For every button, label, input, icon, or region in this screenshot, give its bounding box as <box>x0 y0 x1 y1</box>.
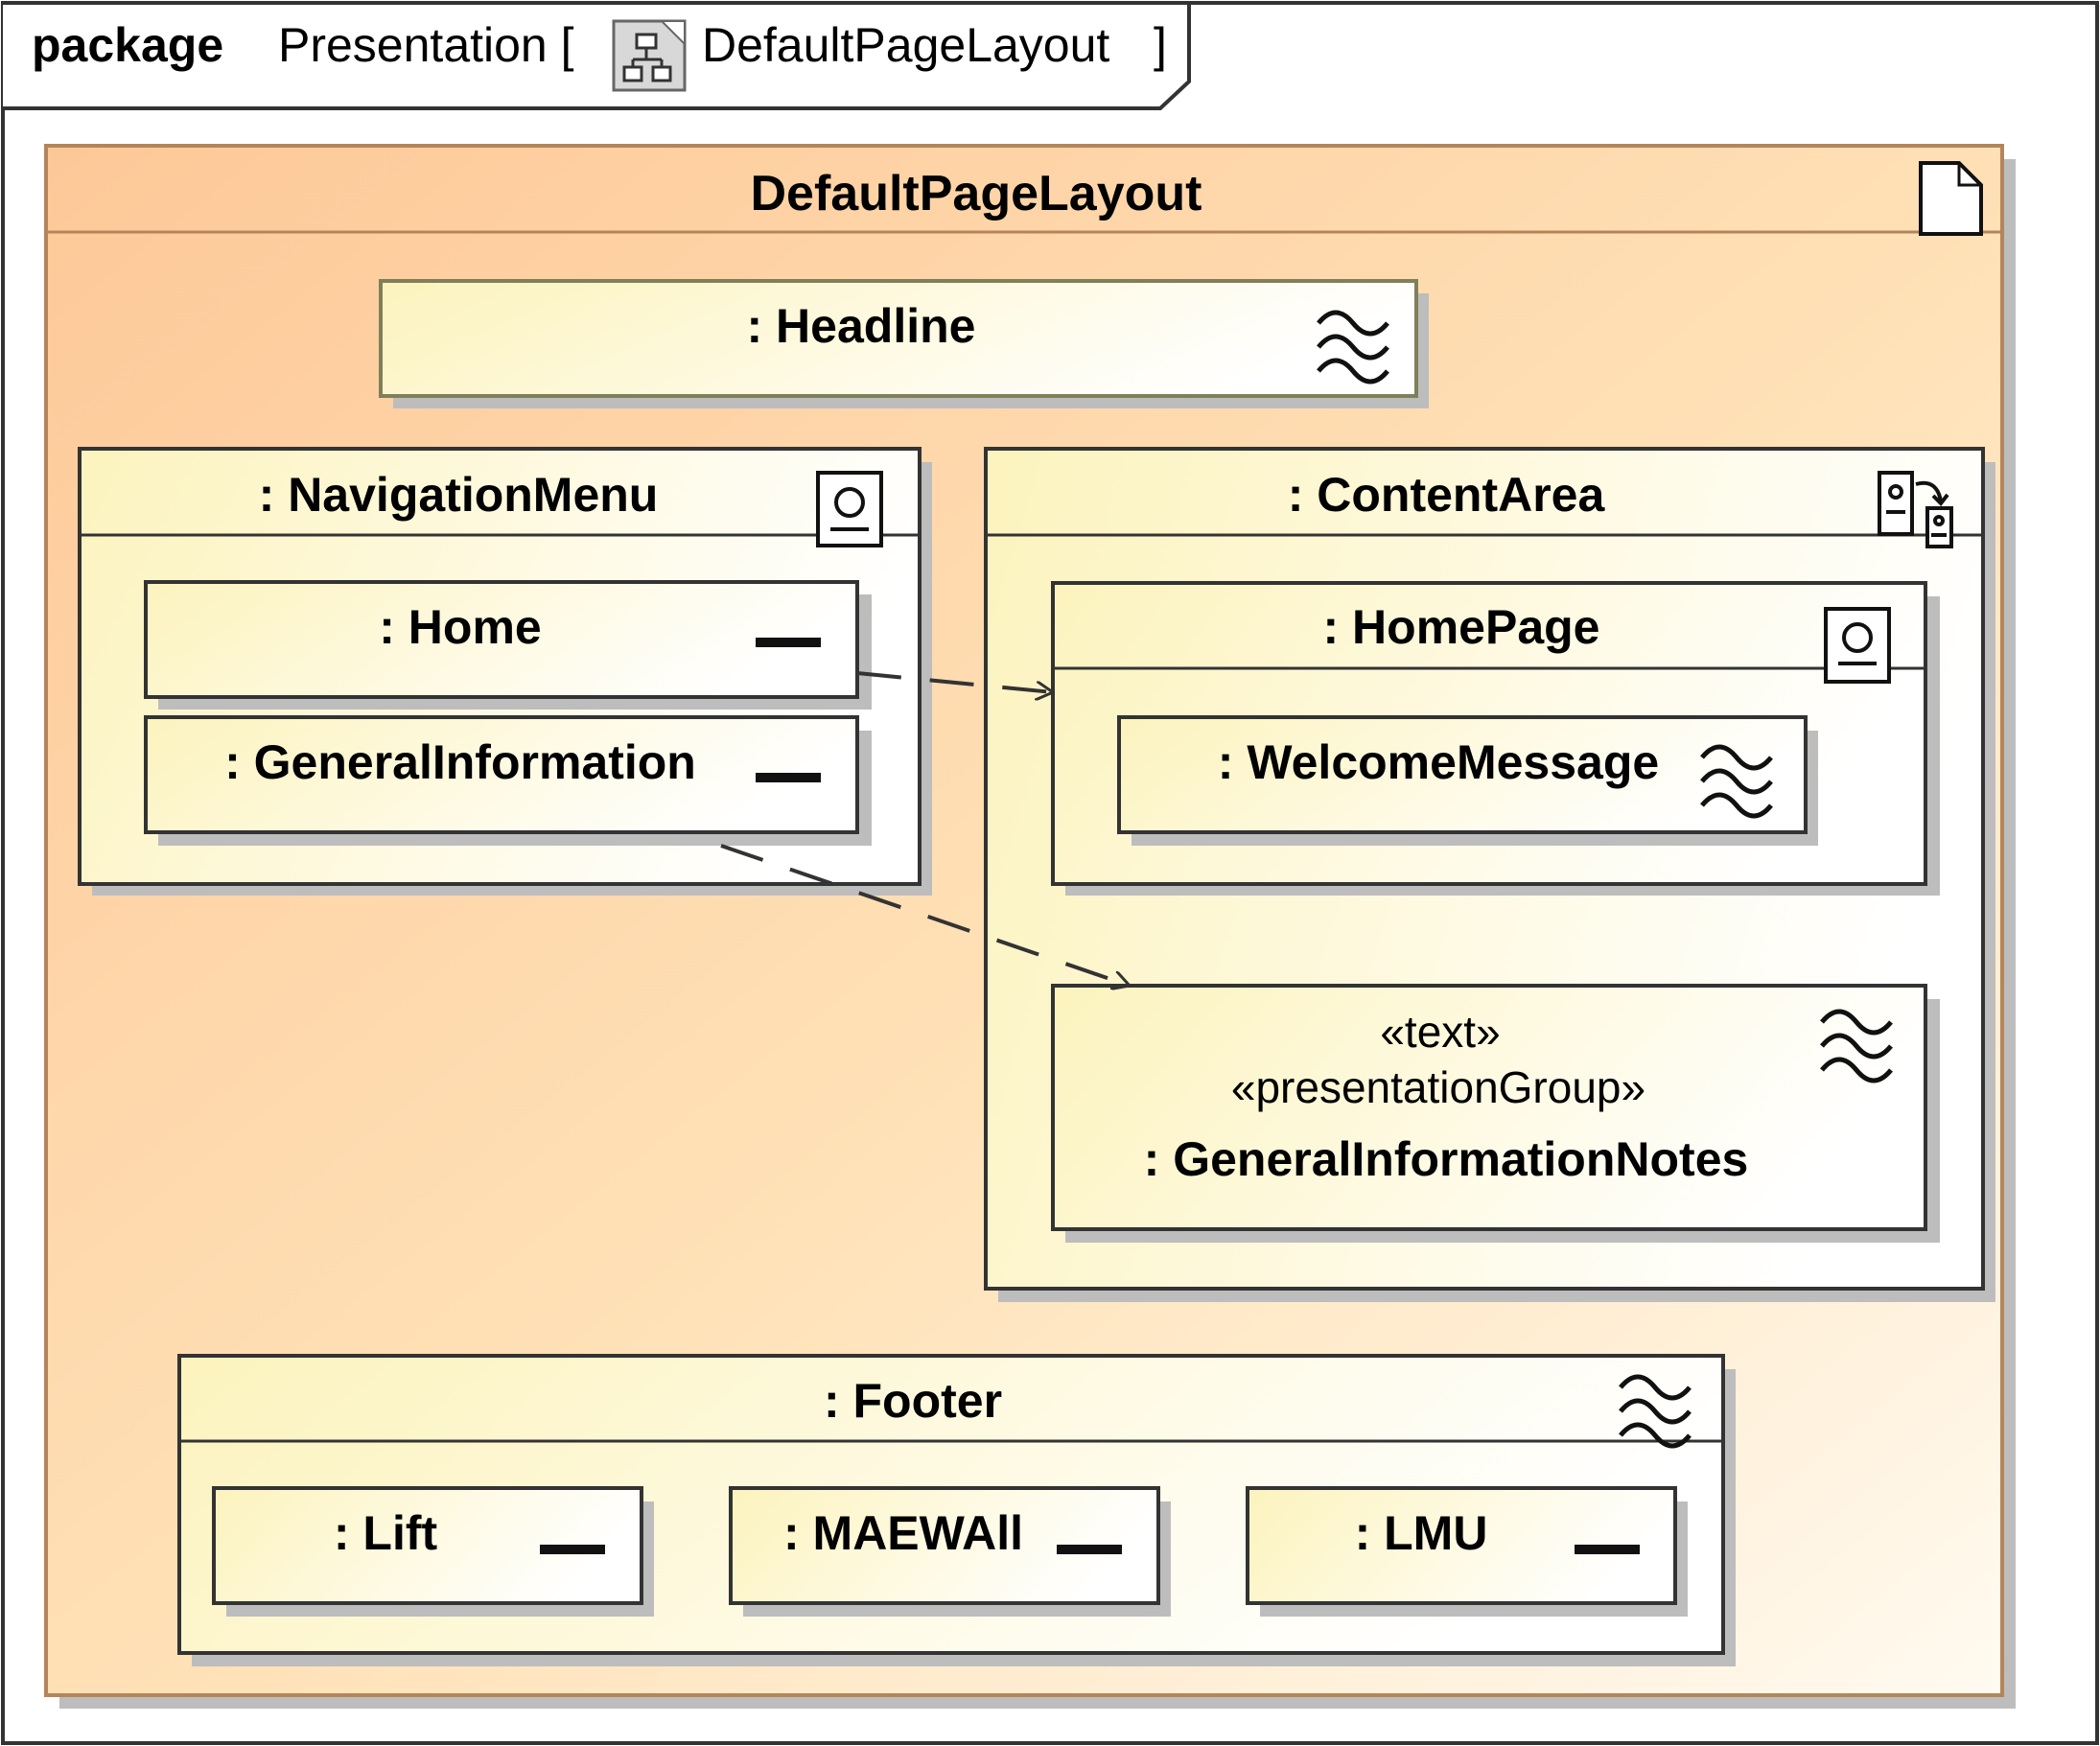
frame-suffix: ] <box>1154 18 1167 72</box>
footer-label: : Footer <box>824 1374 1002 1428</box>
text-wave-icon <box>1317 310 1389 384</box>
notes-stereotype-presentation-group: «presentationGroup» <box>1231 1062 1645 1112</box>
headline-label: : Headline <box>747 299 976 353</box>
link-bar-icon <box>1575 1545 1640 1554</box>
footer-item-lmu[interactable]: : LMU <box>1246 1486 1688 1617</box>
welcome-message-label: : WelcomeMessage <box>1218 735 1659 789</box>
text-wave-icon <box>1820 1009 1893 1083</box>
nav-item-general-information-label: : GeneralInformation <box>224 735 696 789</box>
nav-item-general-information[interactable]: : GeneralInformation <box>144 715 872 846</box>
page-frame-icon <box>1824 607 1891 684</box>
footer-item-lift[interactable]: : Lift <box>212 1486 654 1617</box>
nav-item-home-label: : Home <box>379 600 541 654</box>
frame-diagram-name: DefaultPageLayout <box>702 18 1109 72</box>
footer-item-lift-label: : Lift <box>334 1506 438 1560</box>
notes-label: : GeneralInformationNotes <box>1144 1132 1749 1186</box>
footer-item-maewall[interactable]: : MAEWAll <box>729 1486 1171 1617</box>
link-bar-icon <box>756 773 821 782</box>
content-area-label: : ContentArea <box>1288 468 1606 522</box>
footer-item-lmu-label: : LMU <box>1355 1506 1488 1560</box>
notes-stereotype-text: «text» <box>1380 1007 1500 1057</box>
link-bar-icon <box>1057 1545 1122 1554</box>
welcome-message-element[interactable]: : WelcomeMessage <box>1117 715 1818 846</box>
frame-prefix: Presentation [ <box>278 18 574 72</box>
text-wave-icon <box>1700 744 1773 819</box>
home-page-label: : HomePage <box>1323 600 1600 654</box>
content-switch-icon <box>1878 471 1953 548</box>
page-icon <box>1919 161 1983 236</box>
general-information-notes-element[interactable]: «text» «presentationGroup» : GeneralInfo… <box>1051 984 1940 1243</box>
home-to-homepage-link <box>856 671 1053 692</box>
footer-item-maewall-label: : MAEWAll <box>783 1506 1023 1560</box>
headline-element[interactable]: : Headline <box>379 279 1429 408</box>
navigation-menu-label: : NavigationMenu <box>259 468 659 522</box>
class-diagram-icon <box>612 19 687 92</box>
page-title: DefaultPageLayout <box>751 166 1202 221</box>
nav-item-home[interactable]: : Home <box>144 580 872 710</box>
text-wave-icon <box>1619 1374 1692 1449</box>
link-bar-icon <box>540 1545 605 1554</box>
link-bar-icon <box>756 638 821 647</box>
menu-frame-icon <box>816 471 883 547</box>
frame-keyword: package <box>32 18 223 72</box>
